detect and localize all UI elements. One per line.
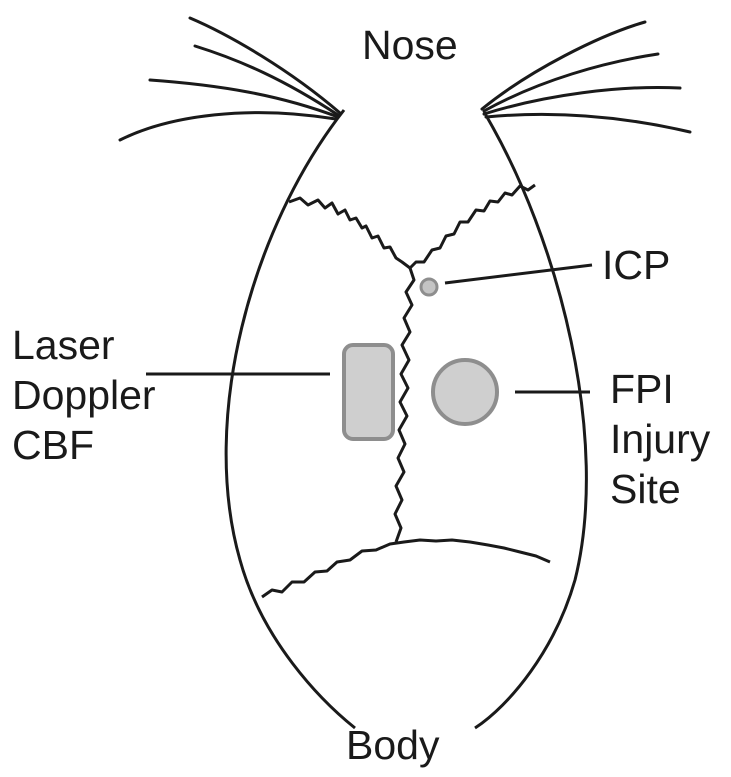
fpi-injury-site-label: FPI Injury Site (610, 364, 710, 514)
laser-label-line1: Laser (12, 320, 156, 370)
icp-label: ICP (602, 240, 670, 290)
fpi-label-line2: Injury (610, 414, 710, 464)
laser-doppler-probe-marker (344, 345, 393, 439)
laser-doppler-cbf-label: Laser Doppler CBF (12, 320, 156, 470)
fpi-injury-site-marker (433, 360, 497, 424)
fpi-label-line3: Site (610, 464, 710, 514)
laser-label-line3: CBF (12, 420, 156, 470)
nose-label: Nose (362, 20, 458, 70)
left-whiskers (120, 18, 340, 140)
laser-label-line2: Doppler (12, 370, 156, 420)
fpi-label-line1: FPI (610, 364, 710, 414)
right-whiskers (482, 22, 690, 132)
skull-sutures (262, 185, 550, 597)
icp-probe-marker (421, 279, 437, 295)
icp-leader-line (445, 265, 592, 283)
body-label: Body (346, 720, 439, 770)
